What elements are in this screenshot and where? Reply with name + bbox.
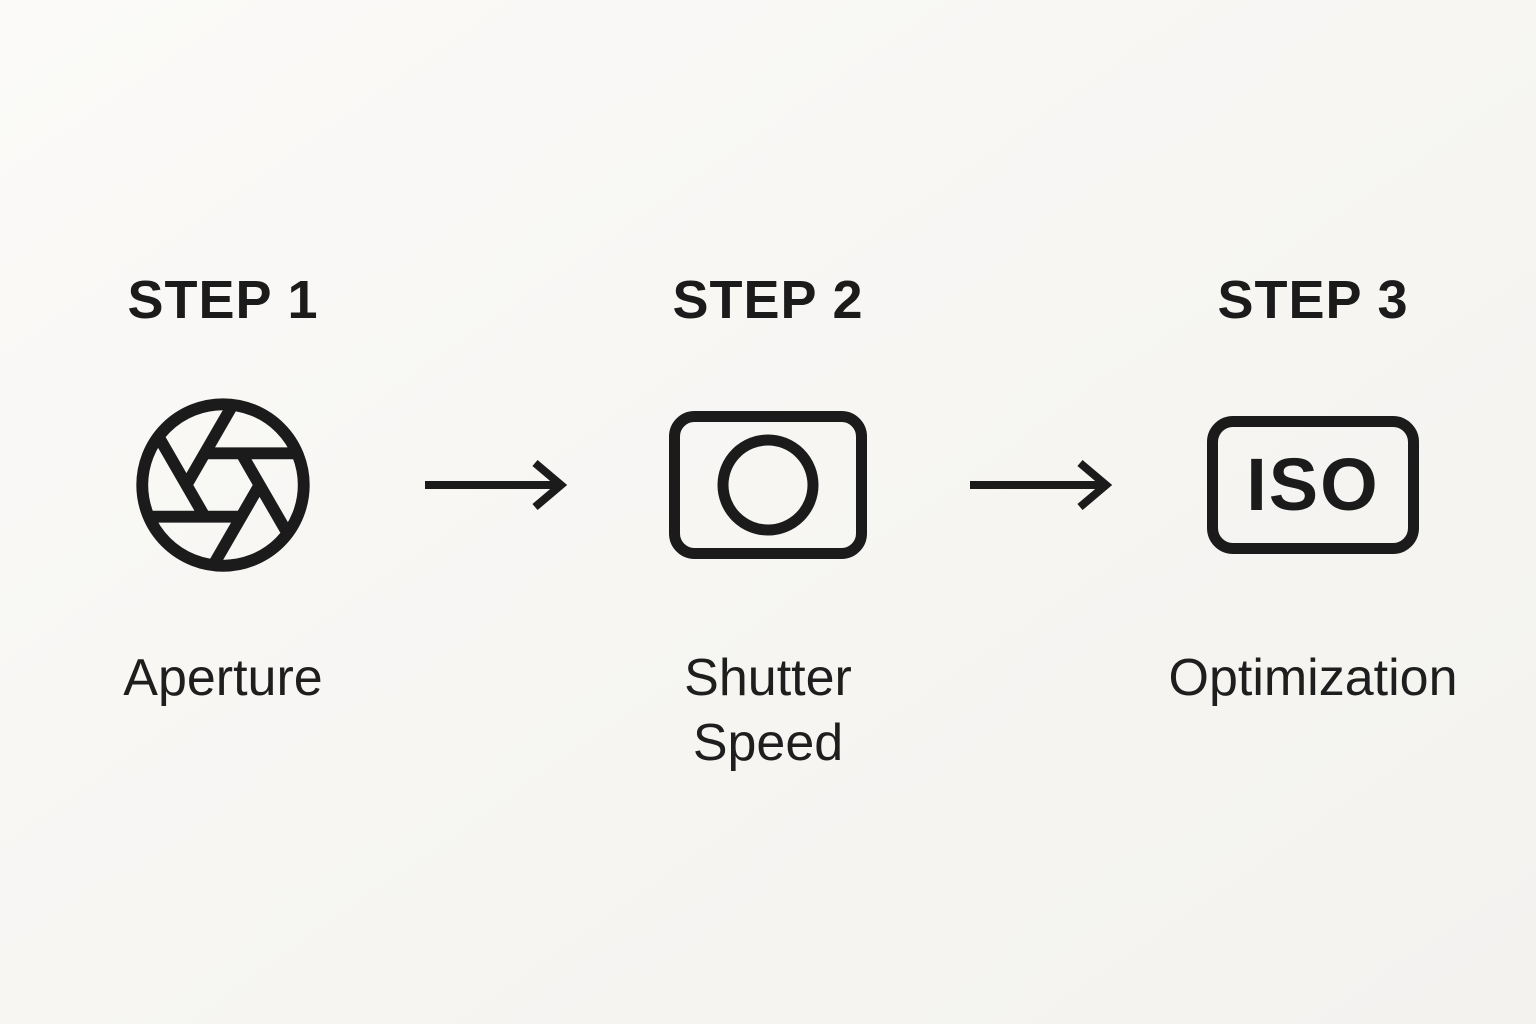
step-3-title: STEP 3 — [1217, 270, 1409, 330]
step-1-title: STEP 1 — [127, 270, 319, 330]
step-3-label: Optimization — [1168, 649, 1458, 707]
arrow-2-cell — [966, 453, 1116, 517]
aperture-icon — [128, 390, 318, 580]
step-3-icon-cell: ISO — [1207, 416, 1419, 554]
right-arrow-icon — [966, 453, 1116, 517]
step-1-icon-cell — [128, 390, 318, 580]
right-arrow-icon — [421, 453, 571, 517]
camera-shutter-icon — [668, 410, 868, 560]
step-2-icon-cell — [668, 410, 868, 560]
iso-badge-icon: ISO — [1207, 416, 1419, 554]
step-2-title: STEP 2 — [672, 270, 864, 330]
iso-badge-text: ISO — [1246, 443, 1380, 526]
arrow-1-cell — [421, 453, 571, 517]
step-1-label: Aperture — [123, 649, 323, 707]
step-2-label: Shutter Speed — [684, 649, 852, 772]
steps-diagram: STEP 1 STEP 2 STEP 3 — [28, 240, 1508, 776]
